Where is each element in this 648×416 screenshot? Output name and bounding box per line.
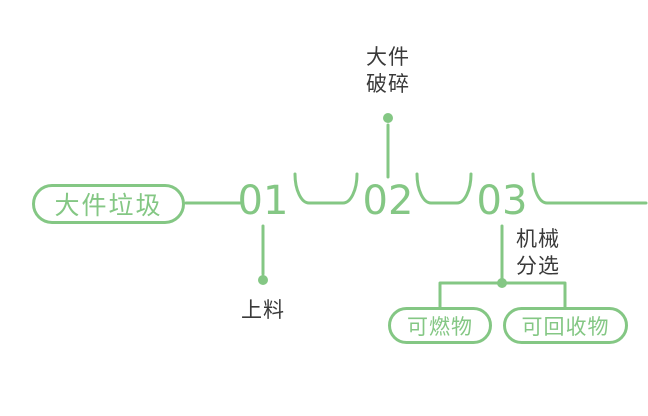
output-pill-recyclable-label: 可回收物 bbox=[521, 315, 610, 339]
step-2-label: 大件 破碎 bbox=[352, 44, 424, 98]
connector-03-end-line bbox=[531, 172, 648, 205]
step-2-label-line1: 大件 bbox=[366, 46, 410, 69]
source-pill-label: 大件垃圾 bbox=[54, 192, 163, 220]
step-3-label-line1: 机械 bbox=[516, 228, 560, 251]
step-1-number: 01 bbox=[237, 178, 289, 224]
step-3-label-line2: 分选 bbox=[516, 255, 560, 278]
connector-01-02-line bbox=[293, 172, 359, 205]
output-pill-combustible: 可燃物 bbox=[388, 307, 492, 344]
source-pill: 大件垃圾 bbox=[32, 184, 185, 224]
step-3-number: 03 bbox=[476, 178, 528, 224]
step2-node-dot bbox=[383, 113, 393, 123]
output-pill-combustible-label: 可燃物 bbox=[407, 315, 473, 339]
step-2-label-line2: 破碎 bbox=[366, 73, 410, 96]
step-1-label: 上料 bbox=[241, 299, 285, 322]
step3-node-dot bbox=[497, 278, 507, 288]
step-2-number: 02 bbox=[362, 178, 414, 224]
connector-02-03-line bbox=[415, 172, 473, 205]
output-pill-recyclable: 可回收物 bbox=[503, 307, 628, 344]
step1-node-dot bbox=[258, 275, 268, 285]
step-3-label: 机械 分选 bbox=[516, 226, 586, 280]
